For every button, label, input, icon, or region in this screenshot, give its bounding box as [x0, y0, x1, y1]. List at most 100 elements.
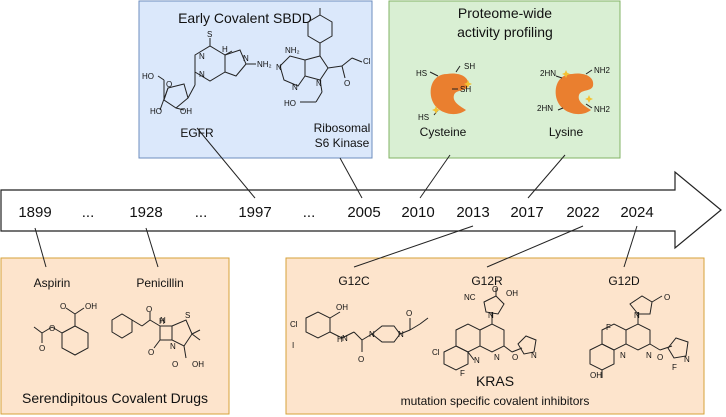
g12r-label: G12R: [471, 274, 503, 288]
s6-kinase-label-line1: Ribosomal: [314, 121, 371, 135]
tick-2010: 2010: [401, 204, 434, 221]
g12c-label: G12C: [338, 274, 370, 288]
tick-ellipsis-1: ...: [82, 204, 95, 221]
svg-text:N: N: [620, 351, 626, 360]
lysine-group-4: NH2: [594, 105, 611, 114]
svg-text:N: N: [170, 342, 176, 351]
proteome-title-line1: Proteome-wide: [458, 5, 552, 21]
s6-kinase-molecule: NH₂ N N N Cl O HO: [276, 8, 371, 108]
connector-cysteine: [419, 154, 451, 199]
tick-ellipsis-3: ...: [303, 204, 316, 221]
svg-text:N: N: [292, 83, 298, 92]
svg-text:H: H: [222, 45, 228, 54]
svg-text:O: O: [657, 353, 663, 362]
svg-text:O: O: [172, 360, 178, 369]
svg-text:O: O: [664, 293, 670, 302]
svg-text:NH₂: NH₂: [257, 60, 272, 69]
svg-text:N: N: [160, 316, 166, 325]
egfr-molecule: S N N H N NH₂ HO O HO OH: [142, 30, 272, 116]
svg-text:N: N: [316, 79, 322, 88]
cysteine-label: Cysteine: [420, 125, 467, 139]
svg-text:N: N: [243, 54, 249, 63]
tick-2024: 2024: [620, 204, 653, 221]
connector-penicillin: [145, 227, 159, 268]
svg-text:NC: NC: [464, 293, 476, 302]
svg-text:N: N: [488, 311, 494, 320]
connector-aspirin: [34, 227, 47, 268]
svg-text:S: S: [185, 311, 190, 320]
svg-text:N: N: [398, 330, 404, 339]
svg-text:O: O: [146, 305, 152, 314]
svg-text:Cl: Cl: [432, 348, 440, 357]
g12r-molecule: Cl NC O OH N N N O N F: [432, 285, 537, 378]
cysteine-group-2: HS: [416, 69, 427, 78]
svg-text:O: O: [406, 309, 412, 318]
svg-text:N: N: [276, 63, 282, 72]
svg-text:OH: OH: [180, 107, 192, 116]
svg-text:OH: OH: [506, 289, 518, 298]
svg-text:F: F: [460, 369, 465, 378]
svg-text:N: N: [646, 351, 652, 360]
tick-1899: 1899: [18, 204, 51, 221]
lysine-group-1: 2HN: [540, 69, 556, 78]
connector-g12d: [623, 225, 638, 268]
kras-panel: [285, 257, 705, 415]
svg-text:N: N: [369, 330, 375, 339]
lysine-group-3: 2HN: [537, 104, 553, 113]
aspirin-molecule: O OH O O: [33, 302, 97, 356]
svg-text:O: O: [60, 302, 66, 311]
serendipitous-title: Serendipitous Covalent Drugs: [22, 390, 208, 406]
svg-text:HO: HO: [142, 72, 154, 81]
svg-text:H: H: [337, 335, 343, 344]
svg-text:N: N: [494, 353, 500, 362]
lysine-label: Lysine: [549, 125, 584, 139]
egfr-label: EGFR: [180, 126, 214, 140]
tick-2022: 2022: [566, 204, 599, 221]
g12d-molecule: F OH N O N N O N F: [589, 293, 690, 380]
kras-subtitle: mutation specific covalent inhibitors: [401, 394, 590, 408]
s6-kinase-label-line2: S6 Kinase: [315, 136, 370, 150]
tick-2017: 2017: [510, 204, 543, 221]
connector-g12r: [486, 225, 584, 268]
svg-text:I: I: [292, 341, 294, 350]
svg-text:Cl: Cl: [290, 320, 298, 329]
tick-2005: 2005: [347, 204, 380, 221]
connector-egfr: [196, 127, 256, 199]
svg-text:OH: OH: [590, 371, 602, 380]
proteome-title-line2: activity profiling: [457, 24, 553, 40]
cysteine-group-1: SH: [464, 62, 475, 71]
svg-text:NH₂: NH₂: [285, 46, 300, 55]
tick-1928: 1928: [129, 204, 162, 221]
svg-text:O: O: [492, 285, 498, 294]
connector-lysine: [527, 154, 566, 199]
svg-text:N: N: [199, 70, 205, 79]
lysine-protein-icon: [555, 69, 594, 115]
svg-text:N: N: [684, 355, 690, 364]
tick-ellipsis-2: ...: [195, 204, 208, 221]
svg-text:F: F: [606, 323, 611, 332]
svg-text:N: N: [342, 334, 348, 343]
cysteine-protein-icon: [429, 65, 472, 116]
penicillin-label: Penicillin: [136, 276, 183, 290]
connector-lines: [34, 127, 638, 268]
svg-text:O: O: [39, 344, 45, 353]
tick-1997: 1997: [238, 204, 271, 221]
svg-text:N: N: [199, 52, 205, 61]
svg-text:S: S: [207, 30, 212, 39]
connector-g12c: [353, 225, 474, 268]
svg-text:Cl: Cl: [363, 57, 371, 66]
cysteine-group-3: SH: [460, 85, 471, 94]
aspirin-label: Aspirin: [34, 276, 71, 290]
svg-text:OH: OH: [336, 303, 348, 312]
svg-text:O: O: [166, 80, 172, 89]
svg-text:OH: OH: [85, 302, 97, 311]
svg-text:O: O: [358, 355, 364, 364]
svg-text:H: H: [159, 317, 165, 326]
svg-text:F: F: [672, 363, 677, 372]
lysine-group-2: NH2: [594, 66, 611, 75]
svg-text:O: O: [49, 324, 55, 333]
sbdd-panel: [138, 0, 373, 159]
svg-text:HO: HO: [150, 107, 162, 116]
svg-text:OH: OH: [192, 360, 204, 369]
